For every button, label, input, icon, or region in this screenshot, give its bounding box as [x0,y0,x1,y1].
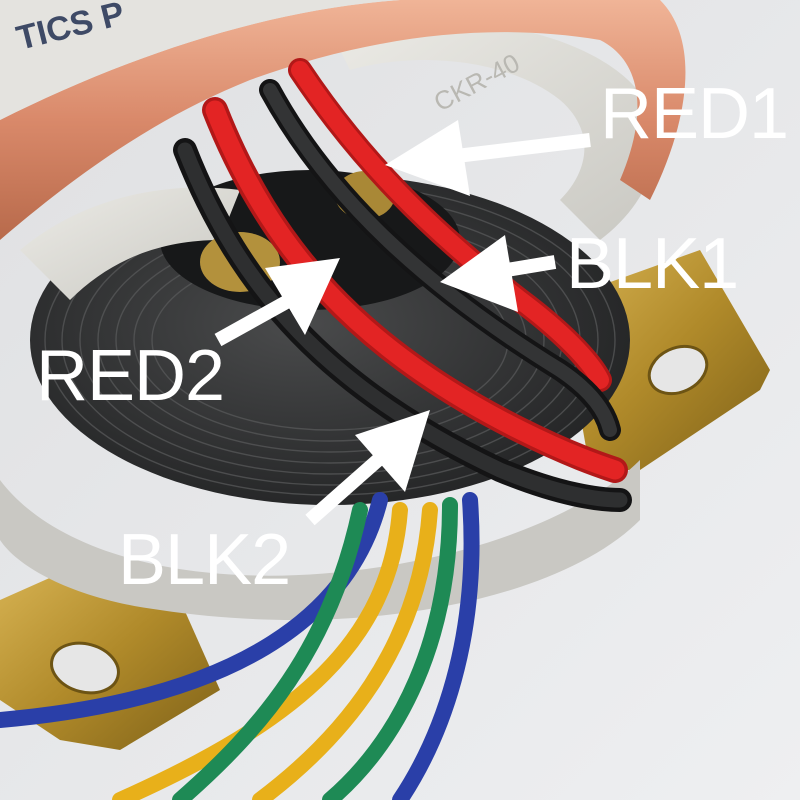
label-red1: RED1 [600,74,789,154]
wire-green-2 [172,502,368,800]
label-blk1: BLK1 [566,224,739,304]
primary-leads [0,492,480,800]
arrow-red2 [214,258,340,347]
label-blk2: BLK2 [118,520,291,600]
label-red2: RED2 [36,336,225,416]
wire-green-1 [322,497,458,800]
arrow-blk1 [440,235,557,312]
copper-tape: TICS P [0,0,686,240]
wire-yellow-2 [112,502,408,800]
wire-yellow-1 [252,502,438,800]
callout-arrows [214,120,591,526]
lower-cap [0,460,640,620]
wire-blue-1 [0,492,388,728]
arrow-blk2 [305,410,430,526]
arrow-red1 [385,120,591,196]
wire-blue-2 [392,492,480,800]
